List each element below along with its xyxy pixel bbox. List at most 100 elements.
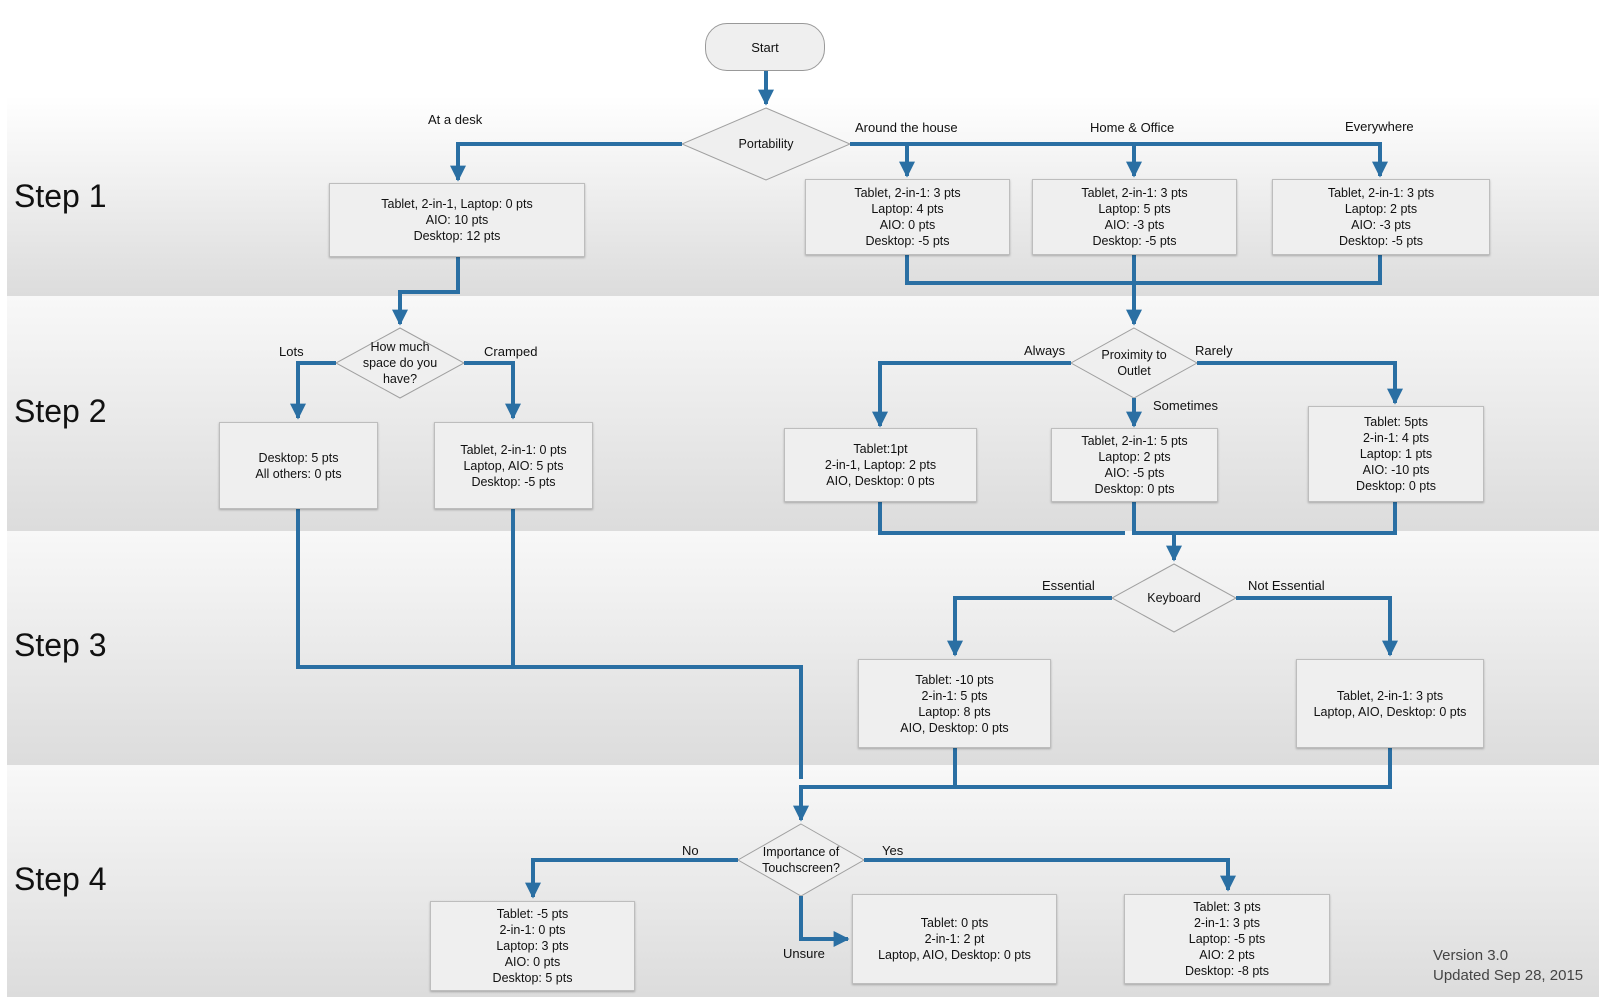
box-line: Tablet: 5pts [1364, 415, 1428, 429]
box-line: Tablet: 3 pts [1193, 900, 1261, 914]
edge-label-sometimes: Sometimes [1153, 398, 1219, 413]
connector-not-essential [1236, 596, 1398, 657]
box-line: Laptop, AIO, Desktop: 0 pts [878, 948, 1031, 962]
box-line: AIO: -3 pts [1104, 218, 1165, 232]
outlet-label-line: Outlet [1117, 364, 1151, 378]
box-line: 2-in-1: 5 pts [921, 688, 988, 703]
edge-label-essential: Essential [1042, 578, 1095, 593]
box-yes: Tablet: 3 pts 2-in-1: 3 pts Laptop: -5 p… [1124, 894, 1330, 984]
box-essential: Tablet: -10 pts 2-in-1: 5 pts Laptop: 8 … [858, 659, 1051, 748]
version-date: Updated Sep 28, 2015 [1433, 967, 1584, 984]
box-at-desk: Tablet, 2-in-1, Laptop: 0 pts AIO: 10 pt… [329, 183, 585, 257]
box-line: Desktop: 0 pts [1094, 482, 1175, 496]
box-line: Tablet, 2-in-1, Laptop: 0 pts [381, 197, 533, 211]
connector-around-house [850, 142, 1388, 178]
box-line: Tablet, 2-in-1: 3 pts [854, 186, 961, 200]
box-no: Tablet: -5 pts 2-in-1: 0 pts Laptop: 3 p… [430, 901, 635, 991]
edge-label-at-desk: At a desk [428, 112, 483, 127]
connector-space-to-touchscreen [296, 509, 803, 779]
connector-rarely-merge [1174, 502, 1397, 535]
box-rarely: Tablet: 5pts 2-in-1: 4 pts Laptop: 1 pts… [1308, 406, 1484, 502]
touchscreen-label-line: Touchscreen? [762, 861, 840, 875]
box-unsure: Tablet: 0 pts 2-in-1: 2 pt Laptop, AIO, … [852, 894, 1057, 984]
box-line: AIO: -10 pts [1362, 463, 1430, 477]
keyboard-label: Keyboard [1147, 591, 1201, 605]
box-line: Laptop: 8 pts [918, 704, 991, 719]
connector-no [525, 858, 738, 899]
touchscreen-label-line: Importance of [762, 845, 840, 859]
box-line: Tablet, 2-in-1: 3 pts [1081, 186, 1188, 200]
box-line: Desktop: 12 pts [413, 229, 501, 243]
outlet-label: Proximity to Outlet [1101, 347, 1166, 379]
box-line: Tablet, 2-in-1: 3 pts [1327, 186, 1435, 200]
connector-always-merge [878, 502, 1125, 535]
box-line: AIO, Desktop: 0 pts [900, 720, 1009, 735]
box-line: Laptop: 4 pts [871, 202, 944, 216]
connector-cramped [464, 361, 521, 420]
space-label-line: How much [370, 340, 430, 354]
step-4-label: Step 4 [14, 861, 107, 897]
edge-label-no: No [682, 843, 699, 858]
box-line: 2-in-1: 4 pts [1362, 431, 1429, 445]
step-2-label: Step 2 [14, 393, 107, 429]
space-label: How much space do you have? [363, 339, 437, 387]
box-line: Desktop: -5 pts [1092, 234, 1177, 248]
box-line: Tablet: -10 pts [915, 672, 994, 687]
box-line: 2-in-1: 0 pts [499, 923, 566, 937]
portability-diamond [680, 107, 852, 181]
box-line: Desktop: 5 pts [492, 971, 573, 985]
box-line: Laptop, AIO: 5 pts [463, 458, 564, 473]
box-line: Laptop: 2 pts [1344, 202, 1418, 216]
connector-lots [290, 361, 336, 420]
step-3-label: Step 3 [14, 627, 107, 663]
box-line: Tablet:1pt [853, 442, 908, 456]
connector-desk-to-space [392, 257, 460, 326]
box-line: Tablet: 0 pts [920, 916, 989, 930]
box-line: Laptop: -5 pts [1188, 932, 1266, 946]
box-line: Laptop: 5 pts [1098, 202, 1171, 216]
box-line: Desktop: -5 pts [471, 474, 556, 489]
connector-always [872, 361, 1071, 428]
edge-label-everywhere: Everywhere [1345, 119, 1414, 134]
edge-label-home-office: Home & Office [1090, 120, 1175, 135]
box-line: Laptop: 2 pts [1098, 450, 1171, 464]
start-terminal: Start [705, 23, 825, 71]
box-line: AIO: 0 pts [879, 218, 936, 232]
version-number: Version 3.0 [1433, 947, 1509, 964]
touchscreen-label: Importance of Touchscreen? [762, 844, 840, 876]
edge-label-around-house: Around the house [855, 120, 958, 135]
box-cramped: Tablet, 2-in-1: 0 pts Laptop, AIO: 5 pts… [434, 422, 593, 509]
connector-unsure [799, 896, 850, 947]
box-line: Desktop: -5 pts [865, 234, 950, 248]
box-not-essential: Tablet, 2-in-1: 3 pts Laptop, AIO, Deskt… [1296, 659, 1484, 748]
box-line: 2-in-1, Laptop: 2 pts [824, 458, 937, 472]
box-line: Desktop: 5 pts [258, 450, 339, 465]
box-line: Laptop, AIO, Desktop: 0 pts [1313, 704, 1467, 719]
box-line: Laptop: 1 pts [1359, 447, 1433, 461]
box-line: AIO: 10 pts [425, 213, 489, 227]
space-diamond [334, 327, 466, 399]
edge-label-not-essential: Not Essential [1248, 578, 1325, 593]
box-line: Desktop: 0 pts [1356, 479, 1436, 493]
edge-label-lots: Lots [279, 344, 304, 359]
box-always: Tablet:1pt 2-in-1, Laptop: 2 pts AIO, De… [784, 428, 977, 502]
box-sometimes: Tablet, 2-in-1: 5 pts Laptop: 2 pts AIO:… [1051, 428, 1218, 502]
box-line: AIO: 0 pts [504, 955, 561, 969]
box-line: Tablet, 2-in-1: 5 pts [1081, 434, 1188, 448]
portability-label: Portability [738, 137, 794, 151]
box-around-house: Tablet, 2-in-1: 3 pts Laptop: 4 pts AIO:… [805, 179, 1010, 255]
connector-rarely [1197, 361, 1403, 405]
edge-label-yes: Yes [882, 843, 904, 858]
box-line: Laptop: 3 pts [496, 939, 569, 953]
edge-label-unsure: Unsure [783, 946, 825, 961]
space-label-line: have? [382, 372, 418, 386]
box-line: AIO: -5 pts [1104, 466, 1165, 480]
space-label-line: space do you [362, 356, 438, 370]
connector-step3-merge [793, 748, 1392, 822]
box-line: All others: 0 pts [255, 466, 342, 481]
edge-label-always: Always [1024, 343, 1066, 358]
outlet-label-line: Proximity to [1101, 348, 1167, 362]
connector-at-desk [450, 142, 682, 182]
